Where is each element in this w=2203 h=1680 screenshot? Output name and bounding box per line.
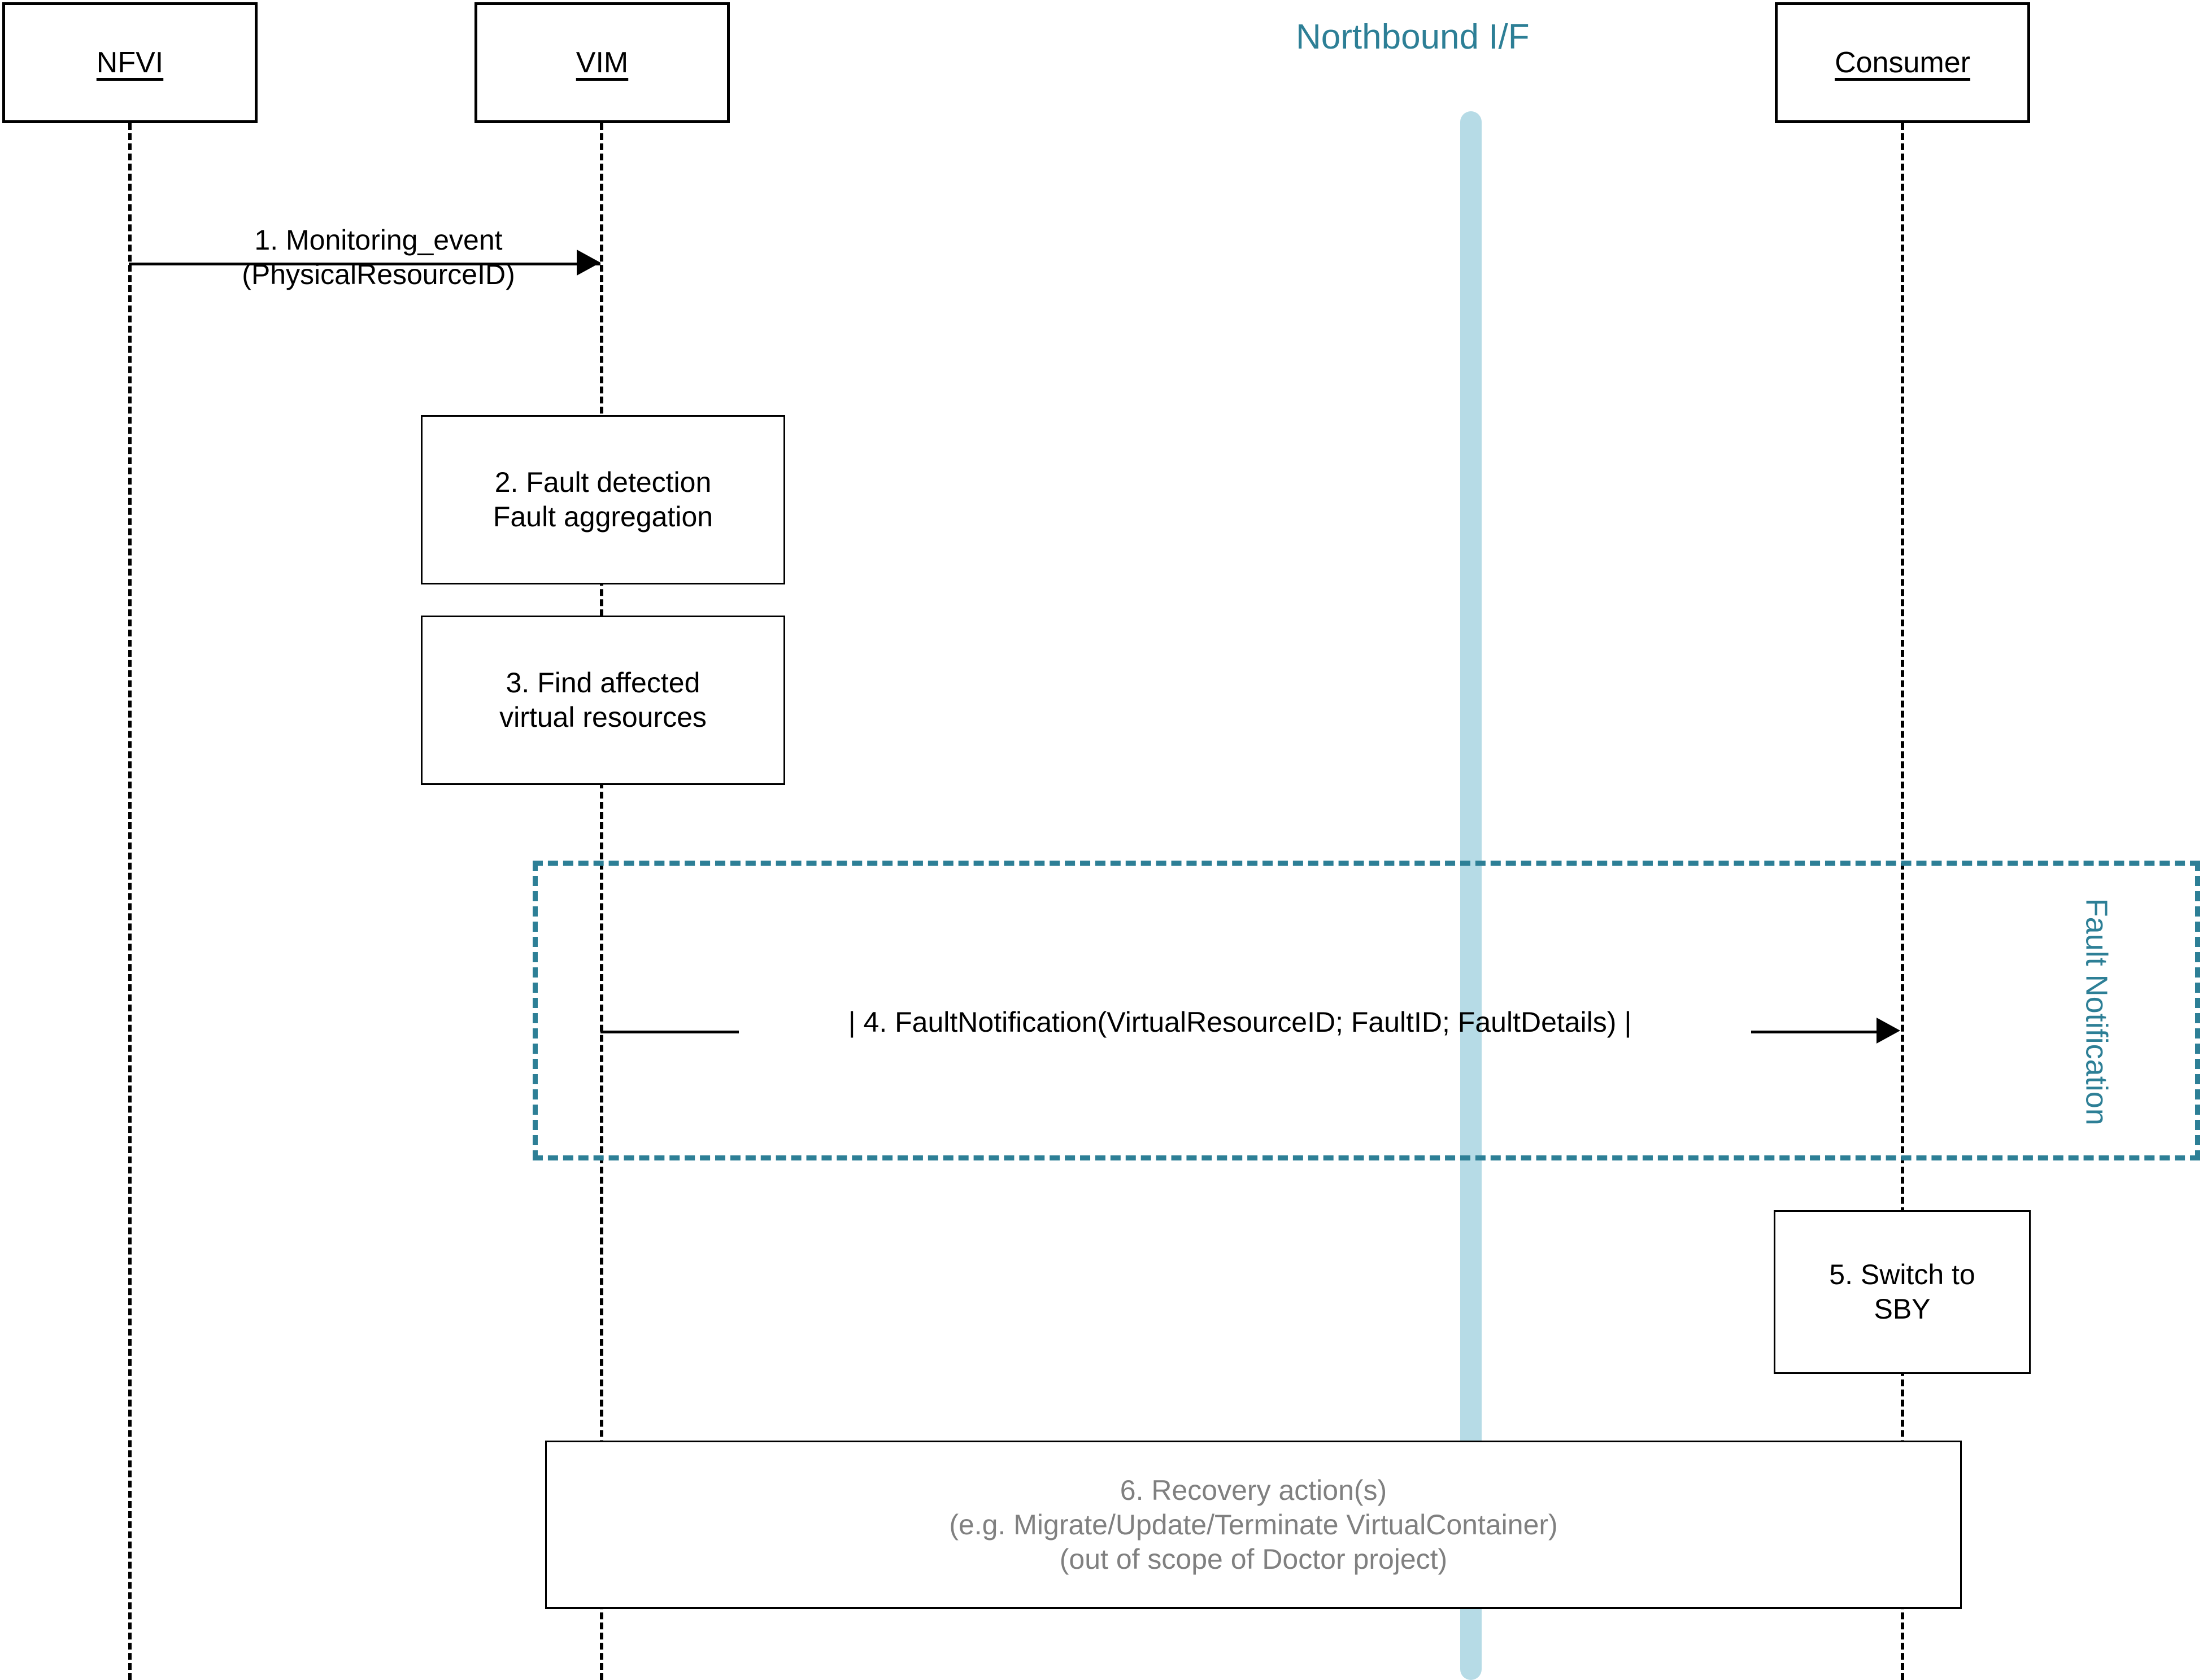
action-5-line2: SBY	[1874, 1293, 1931, 1325]
participant-vim[interactable]: VIM	[474, 2, 730, 123]
participant-nfvi-label: NFVI	[96, 46, 164, 79]
lifeline-consumer	[1901, 123, 1904, 1680]
action-box-switch-to-sby[interactable]: 5. Switch to SBY	[1774, 1210, 2031, 1374]
fault-notification-frame-label: Fault Notification	[2079, 898, 2114, 1125]
action-6-line2: (e.g. Migrate/Update/Terminate VirtualCo…	[949, 1508, 1558, 1541]
participant-consumer-label: Consumer	[1835, 46, 1970, 79]
message-1-label-line2: (PhysicalResourceID)	[242, 259, 515, 290]
message-4-label: | 4. FaultNotification(VirtualResourceID…	[734, 1005, 1745, 1040]
action-2-line1: 2. Fault detection	[494, 466, 712, 498]
participant-consumer[interactable]: Consumer	[1775, 2, 2030, 123]
action-box-fault-detection[interactable]: 2. Fault detection Fault aggregation	[421, 415, 785, 584]
message-4-label-line1: | 4. FaultNotification(VirtualResourceID…	[848, 1006, 1632, 1038]
message-4-line-right	[1751, 1031, 1878, 1033]
action-3-line1: 3. Find affected	[506, 667, 700, 699]
participant-vim-label: VIM	[576, 46, 629, 79]
action-5-line1: 5. Switch to	[1829, 1259, 1975, 1290]
northbound-interface-bar	[1460, 111, 1482, 1680]
action-box-find-affected-resources[interactable]: 3. Find affected virtual resources	[421, 616, 785, 785]
action-6-line3: (out of scope of Doctor project)	[1059, 1543, 1448, 1575]
message-1-label: 1. Monitoring_event (PhysicalResourceID)	[203, 223, 554, 292]
message-4-arrowhead	[1877, 1018, 1900, 1044]
northbound-interface-title: Northbound I/F	[1296, 18, 1530, 56]
action-3-line2: virtual resources	[499, 701, 707, 733]
message-1-arrowhead	[577, 250, 600, 276]
message-1-line	[129, 263, 600, 265]
message-1-label-line1: 1. Monitoring_event	[254, 224, 503, 256]
fault-notification-frame	[533, 861, 2200, 1160]
lifeline-nfvi	[128, 123, 132, 1680]
participant-nfvi[interactable]: NFVI	[2, 2, 258, 123]
message-4-line-left	[600, 1031, 739, 1033]
action-6-line1: 6. Recovery action(s)	[1120, 1474, 1387, 1506]
action-box-recovery-actions[interactable]: 6. Recovery action(s) (e.g. Migrate/Upda…	[545, 1441, 1962, 1609]
lifeline-vim	[600, 123, 603, 1680]
action-2-line2: Fault aggregation	[493, 501, 713, 533]
